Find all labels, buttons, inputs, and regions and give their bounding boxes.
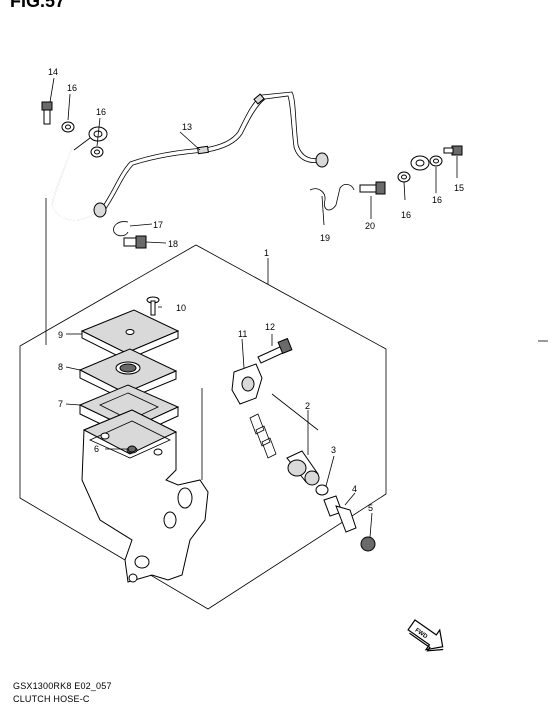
bolt-20[interactable] <box>359 181 386 195</box>
callout-8: 8 <box>58 362 63 372</box>
callout-16: 16 <box>401 210 411 220</box>
assembly-frame-1 <box>19 244 387 610</box>
callout-1: 1 <box>264 248 269 258</box>
callout-labels: 14 16 16 13 17 18 1 10 9 8 7 6 11 12 2 3… <box>48 67 464 513</box>
push-rod-4[interactable] <box>323 495 357 533</box>
callout-20: 20 <box>365 221 375 231</box>
callout-17: 17 <box>153 220 163 230</box>
callout-15: 15 <box>454 183 464 193</box>
leader-lines <box>45 77 458 538</box>
screw-10[interactable] <box>146 296 160 316</box>
callout-18: 18 <box>168 239 178 249</box>
master-cylinder-body[interactable] <box>81 409 209 583</box>
reservoir-seal-6[interactable] <box>127 445 137 453</box>
callout-16: 16 <box>67 83 77 93</box>
gasket-washer-16b[interactable] <box>90 146 104 158</box>
callout-10: 10 <box>176 303 186 313</box>
callout-5: 5 <box>368 503 373 513</box>
gasket-washer-16a[interactable] <box>61 121 75 133</box>
callout-7: 7 <box>58 399 63 409</box>
gasket-washer-16d[interactable] <box>429 155 443 167</box>
callout-2: 2 <box>305 401 310 411</box>
gasket-washer-16c[interactable] <box>397 171 411 183</box>
circlip-3[interactable] <box>315 484 329 496</box>
bolt-18[interactable] <box>123 235 147 249</box>
dust-cap-5[interactable] <box>360 536 376 552</box>
fwd-arrow-icon: FWD <box>407 619 444 652</box>
callout-3: 3 <box>331 445 336 455</box>
callout-16: 16 <box>96 107 106 117</box>
banjo-fitting-left <box>73 126 108 151</box>
piston-spring-kit-2[interactable] <box>249 413 320 486</box>
callout-19: 19 <box>320 233 330 243</box>
callout-9: 9 <box>58 330 63 340</box>
bolt-12[interactable] <box>257 337 293 364</box>
hose-clamp-19[interactable] <box>309 184 355 211</box>
callout-14: 14 <box>48 67 58 77</box>
lever-bracket-11[interactable] <box>231 363 263 405</box>
union-bolt-15[interactable] <box>443 145 463 156</box>
clutch-hose-13[interactable] <box>51 91 411 221</box>
figure-title: FIG.57 <box>10 0 66 11</box>
union-bolt-14[interactable] <box>41 101 53 125</box>
callout-4: 4 <box>352 484 357 494</box>
callout-12: 12 <box>265 322 275 332</box>
model-code: GSX1300RK8 E02_057 <box>13 681 112 691</box>
diagram-name: CLUTCH HOSE-C <box>13 694 90 704</box>
hose-clamp-17[interactable] <box>113 221 129 237</box>
callout-6: 6 <box>94 444 99 454</box>
callout-16: 16 <box>432 195 442 205</box>
banjo-fitting-right <box>410 155 430 171</box>
callout-11: 11 <box>238 329 247 339</box>
callout-13: 13 <box>182 122 192 132</box>
